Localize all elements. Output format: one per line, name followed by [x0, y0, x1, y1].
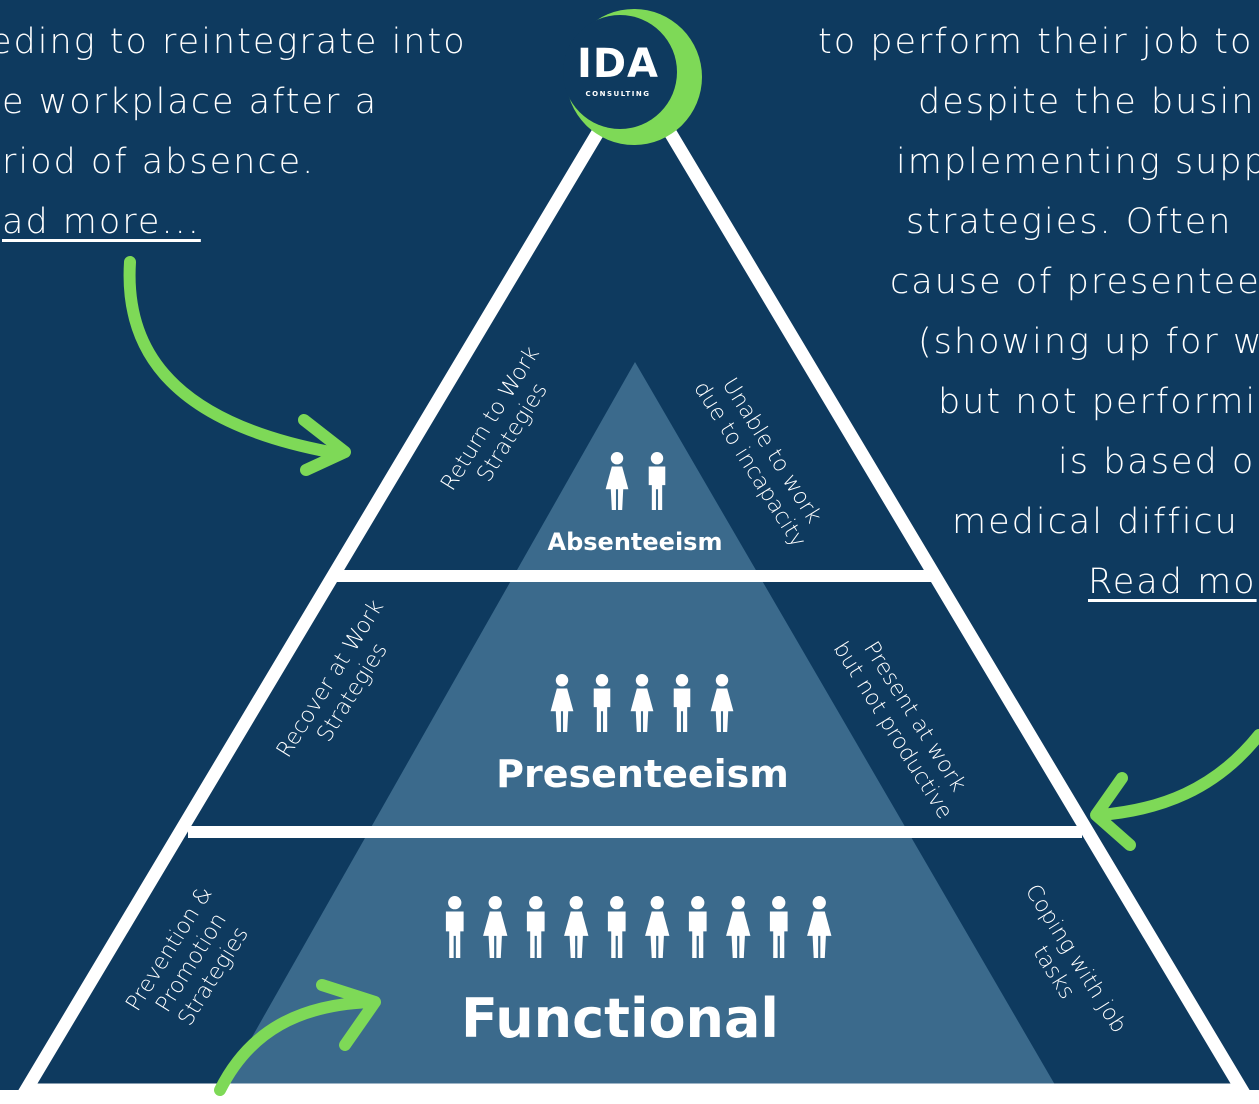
tier-label-presenteeism: Presenteeism: [496, 752, 789, 796]
people-icons: [445, 452, 832, 958]
person-female-icon: [605, 452, 629, 510]
person-male-icon: [607, 896, 626, 958]
curved-arrow-icon: [214, 979, 381, 1096]
right-line: is based o: [1058, 442, 1256, 482]
person-female-icon: [726, 896, 751, 958]
divider-top: [335, 570, 935, 582]
left-paragraph: eding to reintegrate into e workplace af…: [0, 12, 530, 252]
logo: [563, 9, 702, 145]
person-female-icon: [630, 674, 654, 732]
right-line: but not performi: [938, 382, 1258, 422]
tier-label-absenteeism: Absenteeism: [547, 528, 723, 556]
person-male-icon: [673, 674, 691, 732]
right-line: to perform their job to: [818, 22, 1254, 62]
person-female-icon: [645, 896, 670, 958]
right-line: despite the busin: [918, 82, 1256, 122]
curved-arrow-icon: [1090, 729, 1259, 851]
left-line: e workplace after a: [2, 82, 379, 122]
left-line: riod of absence.: [2, 142, 316, 182]
right-line: strategies. Often: [906, 202, 1233, 242]
right-line: medical difficu: [952, 502, 1239, 542]
person-female-icon: [550, 674, 574, 732]
left-line: eding to reintegrate into: [0, 22, 467, 62]
divider-middle: [188, 826, 1082, 838]
tier-label-functional: Functional: [461, 987, 779, 1050]
right-line: implementing supp: [896, 142, 1259, 182]
read-more-link-left[interactable]: ad more...: [2, 202, 201, 242]
right-line: cause of presentee: [890, 262, 1259, 302]
person-female-icon: [710, 674, 734, 732]
person-male-icon: [526, 896, 545, 958]
right-paragraph: to perform their job to despite the busi…: [818, 12, 1259, 612]
person-female-icon: [564, 896, 589, 958]
logo-subtext: CONSULTING: [585, 90, 651, 98]
person-male-icon: [648, 452, 666, 510]
person-male-icon: [688, 896, 707, 958]
bottom-band: [0, 1090, 1259, 1104]
logo-text: IDA: [576, 41, 660, 87]
read-more-link-right[interactable]: Read mo: [1088, 562, 1257, 602]
person-male-icon: [445, 896, 464, 958]
person-female-icon: [483, 896, 508, 958]
right-line: (showing up for w: [918, 322, 1259, 362]
person-female-icon: [807, 896, 832, 958]
curved-arrow-icon: [123, 256, 351, 476]
person-male-icon: [769, 896, 788, 958]
person-male-icon: [593, 674, 611, 732]
